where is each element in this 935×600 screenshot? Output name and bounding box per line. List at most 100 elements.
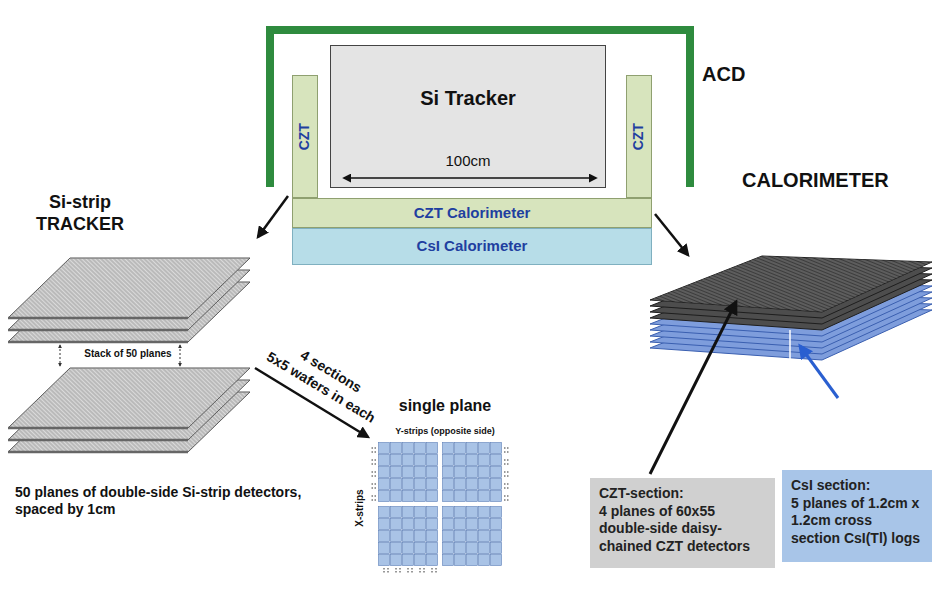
- strip-readout: [388, 568, 389, 574]
- section-heading: Si-strip TRACKER: [20, 192, 140, 235]
- strip-readout: [370, 488, 376, 489]
- node-body: 4 planes of 60x55 double-side daisy-chai…: [599, 503, 766, 556]
- wafer: [455, 443, 466, 454]
- wafer: [391, 519, 402, 530]
- node-title: CZT: [630, 123, 648, 150]
- dimension-label: 100cm: [428, 152, 508, 170]
- stack-arrow: [180, 345, 181, 366]
- strip-readout: [436, 568, 437, 574]
- wafer: [427, 555, 438, 566]
- wafer: [443, 555, 454, 566]
- wafer: [455, 479, 466, 490]
- label-holder: ACD: [702, 62, 772, 86]
- strip-readout: [370, 476, 376, 477]
- label-holder: single plane: [385, 396, 505, 415]
- strip-readout: [370, 496, 376, 497]
- strip-label: X-strips: [354, 473, 366, 543]
- wafer: [403, 519, 414, 530]
- strip-readout: [420, 568, 421, 574]
- strip-readout: [504, 448, 510, 449]
- plane-edge: [8, 341, 188, 344]
- czt-layer: [650, 256, 932, 312]
- wafer: [479, 455, 490, 466]
- pointer-arrow: [650, 302, 736, 474]
- wafer: [443, 443, 454, 454]
- node-title: CZT Calorimeter: [414, 204, 531, 223]
- strip-readout: [504, 500, 510, 501]
- plane-edge: [8, 439, 188, 442]
- wafer: [455, 455, 466, 466]
- wafer: [391, 531, 402, 542]
- wafer: [491, 519, 502, 530]
- wafer: [443, 479, 454, 490]
- strip-readout: [396, 568, 397, 574]
- wafer: [467, 531, 478, 542]
- strip-readout: [408, 568, 409, 574]
- wafer: [491, 543, 502, 554]
- czt-side-bar: CZT: [626, 75, 652, 198]
- wafer: [415, 455, 426, 466]
- wafer: [391, 443, 402, 454]
- strip-readout: [424, 568, 425, 574]
- strip-readout: [384, 568, 385, 574]
- section-heading: CALORIMETER: [742, 168, 927, 192]
- wafer: [443, 491, 454, 502]
- wafer: [455, 531, 466, 542]
- si-strips: [8, 368, 250, 428]
- wafer: [379, 443, 390, 454]
- wafer: [403, 443, 414, 454]
- log-seam: [789, 330, 791, 360]
- plane-edge: [8, 329, 188, 332]
- wafer: [467, 519, 478, 530]
- wafer: [467, 491, 478, 502]
- wafer: [467, 455, 478, 466]
- si-plane: [8, 258, 250, 318]
- wafer: [467, 507, 478, 518]
- wafer: [467, 479, 478, 490]
- wafer: [415, 531, 426, 542]
- wafer: [379, 491, 390, 502]
- wafer: [467, 467, 478, 478]
- wafer: [379, 519, 390, 530]
- strip-readout: [504, 452, 510, 453]
- part-label: ACD: [702, 62, 772, 86]
- wafer: [491, 507, 502, 518]
- wafer: [491, 531, 502, 542]
- wafer: [443, 543, 454, 554]
- node-title: CsI section:: [791, 477, 923, 495]
- wafer: [415, 507, 426, 518]
- calorimeter-slab: [650, 256, 932, 360]
- wafer: [427, 519, 438, 530]
- wafer: [403, 531, 414, 542]
- label-holder: X-strips: [354, 473, 366, 543]
- strip-readout: [504, 472, 510, 473]
- plane-edge: [8, 451, 188, 454]
- label-holder: 100cm: [428, 152, 508, 170]
- wafer: [491, 455, 502, 466]
- wafer: [427, 543, 438, 554]
- strip-readout: [504, 476, 510, 477]
- wafer: [427, 507, 438, 518]
- label-holder: Si-strip TRACKER: [20, 192, 140, 235]
- strip-readout: [504, 460, 510, 461]
- wafer: [455, 555, 466, 566]
- wafer: [391, 507, 402, 518]
- strip-readout: [432, 568, 433, 574]
- wafer: [403, 467, 414, 478]
- wafer: [455, 491, 466, 502]
- wafer: [391, 543, 402, 554]
- wafer: [427, 455, 438, 466]
- wafer: [479, 479, 490, 490]
- strip-readout: [504, 488, 510, 489]
- plane-edge: [8, 427, 188, 430]
- pointer-arrow: [258, 196, 288, 237]
- wafer: [379, 543, 390, 554]
- czt-calorimeter-band: CZT Calorimeter: [292, 198, 652, 228]
- wafer: [427, 479, 438, 490]
- wafer: [479, 443, 490, 454]
- wafer: [403, 491, 414, 502]
- si-plane: [8, 368, 250, 428]
- single-plane-grid: [370, 443, 510, 575]
- wafer: [403, 507, 414, 518]
